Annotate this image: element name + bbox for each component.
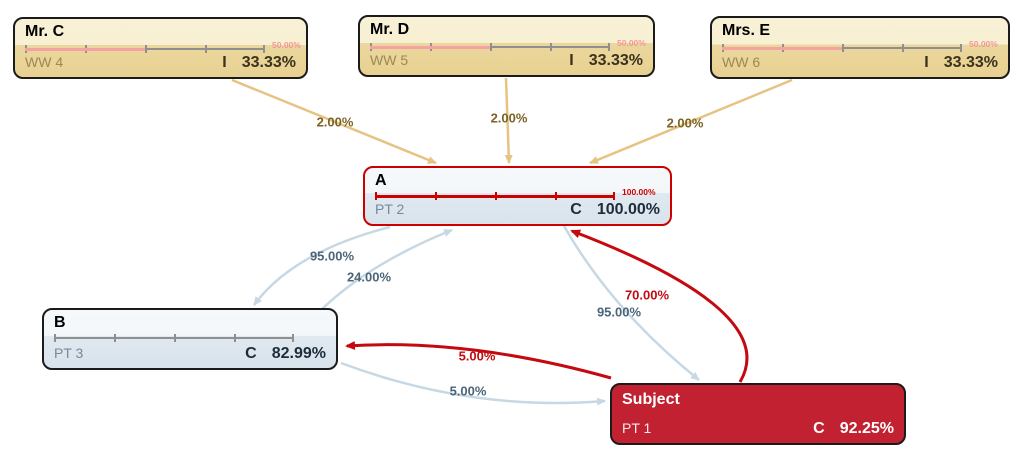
node-sub-label: PT 3 <box>54 345 84 361</box>
node-title: Mr. D <box>370 21 410 38</box>
node-progress-bar: 50.00% <box>25 40 301 53</box>
edge-label-subject-to-b: 5.00% <box>458 348 496 364</box>
edge-label-a-to-b: 95.00% <box>309 248 355 264</box>
edge-subject-to-a[interactable] <box>570 229 749 383</box>
bar-scale-label: 100.00% <box>622 187 656 197</box>
edge-mr-d-to-a[interactable] <box>504 77 513 164</box>
edge-mrs-e-to-a[interactable] <box>589 78 793 165</box>
node-mr-c[interactable]: Mr. C 50.00% WW 4 I 33.33% <box>13 17 308 79</box>
edge-mr-c-to-a[interactable] <box>231 78 437 165</box>
node-title: Mr. C <box>25 23 65 40</box>
node-metric-key: I <box>222 54 227 71</box>
node-metric-value: 33.33% <box>241 54 296 71</box>
node-metric-key: C <box>813 420 825 437</box>
node-progress-bar <box>54 334 294 342</box>
node-metric-value: 92.25% <box>839 420 894 437</box>
node-metric-key: C <box>245 345 257 362</box>
node-title: A <box>375 172 387 189</box>
edge-label-mr-c-to-a: 2.00% <box>316 114 354 130</box>
node-metric-key: I <box>569 52 574 69</box>
edge-label-subject-to-a: 70.00% <box>624 287 670 303</box>
node-metric-value: 82.99% <box>271 345 326 362</box>
node-title: Mrs. E <box>722 22 771 39</box>
node-title: Subject <box>622 391 680 408</box>
edge-b-to-subject[interactable] <box>340 361 606 406</box>
bar-scale-label: 50.00% <box>969 39 998 49</box>
edge-label-b-to-a: 24.00% <box>346 269 392 285</box>
edge-label-b-to-subject: 5.00% <box>449 383 487 399</box>
edge-a-to-subject[interactable] <box>562 225 700 381</box>
edge-b-to-a[interactable] <box>315 228 453 316</box>
node-progress-bar: 100.00% <box>375 187 656 200</box>
node-a[interactable]: A 100.00% PT 2 C 100.00% <box>363 166 672 226</box>
node-b[interactable]: B PT 3 C 82.99% <box>42 308 338 370</box>
node-sub-label: WW 5 <box>370 52 409 68</box>
bar-scale-label: 50.00% <box>272 40 301 50</box>
node-mr-d[interactable]: Mr. D 50.00% WW 5 I 33.33% <box>358 15 655 77</box>
node-sub-label: WW 4 <box>25 54 64 70</box>
node-metric-value: 33.33% <box>943 54 998 71</box>
edge-label-mrs-e-to-a: 2.00% <box>666 115 704 131</box>
edge-subject-to-b[interactable] <box>345 340 612 380</box>
node-subject[interactable]: Subject PT 1 C 92.25% <box>610 383 906 445</box>
node-mrs-e[interactable]: Mrs. E 50.00% WW 6 I 33.33% <box>710 16 1010 79</box>
node-sub-label: WW 6 <box>722 54 761 70</box>
node-progress-bar: 50.00% <box>370 38 646 51</box>
node-metric-value: 33.33% <box>588 52 643 69</box>
node-title: B <box>54 314 66 331</box>
edge-label-a-to-subject: 95.00% <box>596 304 642 320</box>
node-metric-key: I <box>924 54 929 71</box>
node-sub-label: PT 1 <box>622 420 652 436</box>
node-progress-bar: 50.00% <box>722 39 998 52</box>
bar-scale-label: 50.00% <box>617 38 646 48</box>
node-sub-label: PT 2 <box>375 201 405 217</box>
edge-a-to-b[interactable] <box>252 225 391 306</box>
edge-label-mr-d-to-a: 2.00% <box>490 110 528 126</box>
node-metric-key: C <box>570 201 582 218</box>
node-metric-value: 100.00% <box>596 201 660 218</box>
